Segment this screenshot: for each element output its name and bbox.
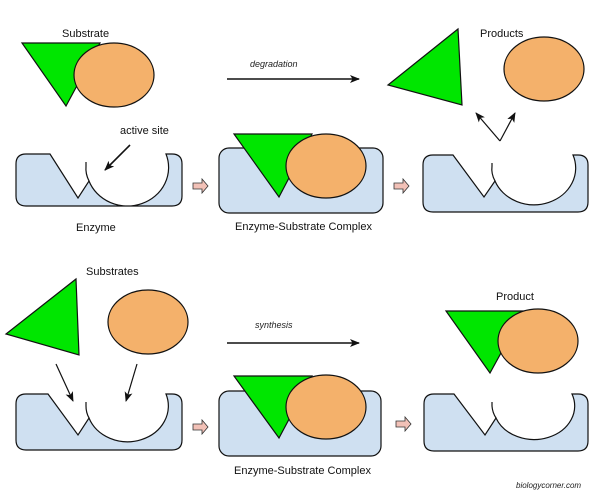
- product-oval: [503, 36, 585, 102]
- substrate-triangle-free: [4, 277, 80, 356]
- product-label: Product: [496, 291, 534, 303]
- active-site-pointer: [104, 144, 131, 171]
- substrate-oval: [73, 42, 155, 108]
- enzyme-released-bottom: [423, 393, 589, 452]
- active-site-lip: [85, 162, 90, 182]
- complex-oval: [285, 133, 367, 199]
- complex-oval-bottom: [285, 374, 367, 440]
- product-joined-oval: [497, 308, 579, 374]
- enzyme-bottom: [15, 393, 183, 451]
- step-arrow-4: [395, 415, 412, 433]
- enzyme-released-bottom-lip: [491, 402, 497, 419]
- substrate-molecule: [20, 42, 155, 108]
- enzyme-bottom-lip: [85, 402, 90, 419]
- product-triangle: [386, 27, 463, 106]
- release-arrow-right: [499, 112, 516, 142]
- step-arrow-2: [393, 177, 410, 195]
- binding-arrow-left: [55, 363, 74, 402]
- enzyme-shape: [15, 153, 183, 207]
- synthesis-label: synthesis: [255, 320, 293, 330]
- binding-arrow-right: [124, 363, 138, 402]
- enzyme-label: Enzyme: [76, 222, 116, 234]
- active-site-label: active site: [120, 125, 169, 137]
- degradation-label: degradation: [250, 59, 298, 69]
- substrates-label: Substrates: [86, 266, 139, 278]
- substrate-label: Substrate: [62, 28, 109, 40]
- substrate-oval-free: [107, 289, 189, 355]
- complex-label-bottom: Enzyme-Substrate Complex: [234, 465, 371, 477]
- complex-label-top: Enzyme-Substrate Complex: [235, 221, 372, 233]
- step-arrow-1: [192, 177, 209, 195]
- release-arrow-left: [475, 112, 501, 142]
- enzyme-released-lip: [491, 163, 496, 182]
- enzyme-released: [422, 154, 589, 213]
- watermark: biologycorner.com: [516, 481, 581, 490]
- products-label: Products: [480, 28, 524, 40]
- step-arrow-3: [192, 418, 209, 436]
